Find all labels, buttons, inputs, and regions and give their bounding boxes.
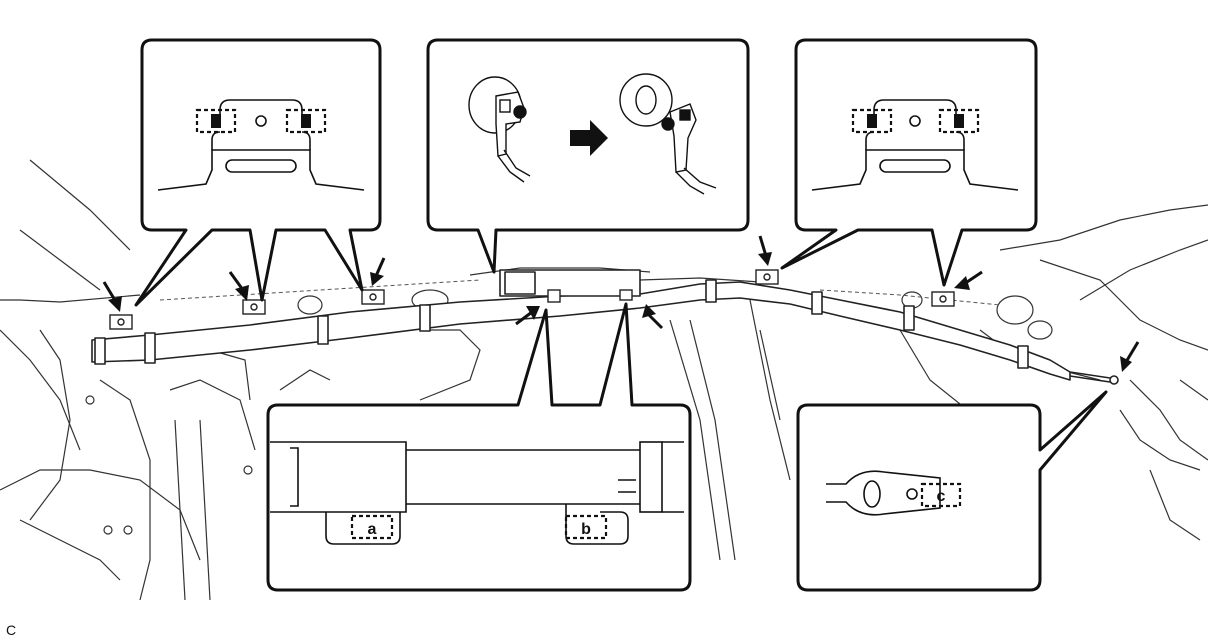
arrow-7: [954, 270, 983, 290]
dashed-clip-box: [920, 482, 962, 508]
airbag-tube-detail: [270, 441, 684, 545]
illustration-code: C: [6, 622, 17, 638]
callout-top-center: [426, 38, 750, 274]
arrow-6: [758, 235, 772, 266]
callout-frame: [780, 38, 1038, 287]
dashed-clip-boxes: [350, 514, 608, 540]
mounting-brackets: [109, 269, 955, 330]
clip-label-b: b: [581, 521, 591, 538]
callout-top-right: [780, 38, 1038, 287]
clip-label-a: a: [368, 521, 377, 538]
arrow-2: [228, 271, 249, 301]
callout-frame: [796, 390, 1108, 592]
callout-bottom-center: a b: [266, 302, 692, 592]
clip-label-c: c: [937, 488, 946, 505]
curtain-airbag-assembly: [91, 269, 1119, 385]
arrow-5: [642, 304, 664, 330]
callout-top-left: [134, 38, 382, 307]
dashed-clip-boxes: [195, 108, 327, 134]
arrow-8: [1120, 341, 1140, 372]
clip-symbols: [867, 114, 964, 128]
bolt-bracket-detail: [826, 470, 941, 516]
callout-frame: [266, 302, 692, 592]
arrow-1: [102, 281, 122, 312]
arrow-4: [515, 306, 540, 326]
body-dashed-lines: [159, 279, 1001, 306]
callout-frame: [426, 38, 750, 274]
clip-symbols: [211, 114, 311, 128]
bracket-detail: [157, 99, 365, 191]
direction-arrows: [102, 235, 1140, 372]
dashed-clip-boxes: [851, 108, 980, 134]
clip-removal-after: [619, 73, 717, 195]
clip-removal-before: [468, 76, 531, 183]
arrow-right-icon: [570, 120, 608, 156]
callout-bottom-right: c: [796, 390, 1108, 592]
arrow-3: [370, 257, 386, 286]
